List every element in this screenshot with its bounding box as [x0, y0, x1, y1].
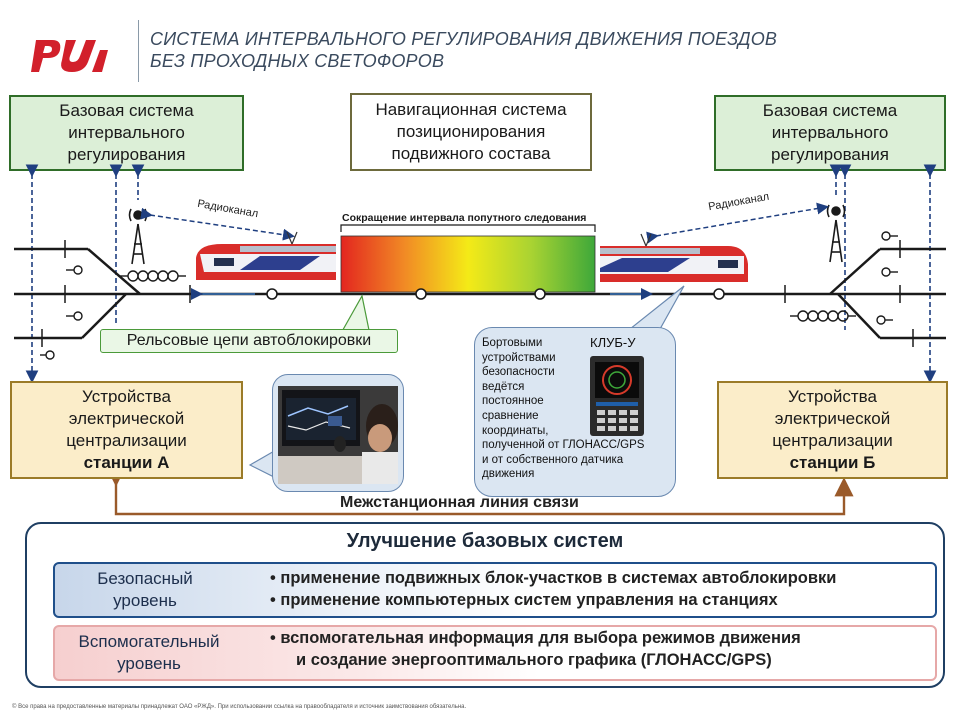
klub-callout-text: Бортовыми устройствами безопасности ведё… [482, 336, 644, 482]
level-name-line2: уровень [113, 591, 177, 610]
page-title: СИСТЕМА ИНТЕРВАЛЬНОГО РЕГУЛИРОВАНИЯ ДВИЖ… [150, 28, 777, 72]
base-right-line2: интервального [771, 123, 889, 142]
base-system-right-box: Базовая система интервального регулирова… [714, 95, 946, 171]
auxiliary-level-name: Вспомогательный уровень [60, 631, 238, 675]
radio-tower-right-icon [826, 204, 846, 263]
callout-line: Бортовыми [482, 337, 543, 349]
callout-line: сравнение [482, 409, 539, 422]
callout-line: постоянное [482, 395, 544, 408]
base-right-line3: регулирования [771, 145, 889, 164]
improvements-title: Улучшение базовых систем [346, 530, 624, 552]
klub-label: КЛУБ-У [590, 335, 636, 350]
station-b-line3: централизации [772, 431, 893, 450]
nav-line3: подвижного состава [391, 144, 551, 163]
auxiliary-level-row [53, 625, 937, 681]
base-left-line1: Базовая система [59, 101, 194, 120]
page-title-line1: СИСТЕМА ИНТЕРВАЛЬНОГО РЕГУЛИРОВАНИЯ ДВИЖ… [150, 29, 778, 49]
navigation-system-box: Навигационная система позиционирования п… [350, 93, 592, 171]
radio-link-right [646, 202, 829, 244]
station-b-box: Устройства электрической централизации с… [717, 381, 948, 479]
base-left-line2: интервального [68, 123, 185, 142]
auxiliary-bullet-1: • вспомогательная информация для выбора … [270, 629, 801, 647]
track-coil-right-icon [790, 310, 856, 322]
link-right-vertical [829, 164, 937, 384]
auxiliary-bullet-2: и создание энергооптимального графика (Г… [296, 651, 772, 669]
station-a-line2: электрической [68, 409, 185, 428]
station-a-line3: централизации [66, 431, 187, 450]
station-b-line4: станции Б [789, 453, 876, 472]
callout-line: полученной от ГЛОНАСС/GPS [482, 439, 645, 452]
nav-line2: позиционирования [396, 122, 546, 141]
station-a-box: Устройства электрической централизации с… [10, 381, 243, 479]
insulated-joints [41, 240, 914, 347]
callout-line: координаты, [482, 424, 549, 437]
safety-bullet-1: • применение подвижных блок-участков в с… [270, 569, 837, 587]
copyright-footer: © Все права на предоставленные материалы… [12, 704, 467, 710]
rzd-logo [31, 40, 108, 72]
safety-level-row [53, 562, 937, 618]
callout-line: безопасности [482, 366, 555, 379]
interval-gradient-bar [340, 235, 596, 293]
nav-line1: Навигационная система [375, 100, 567, 119]
station-a-line4: станции А [83, 453, 170, 472]
radio-tower-left-icon [128, 208, 148, 265]
level-name-line1: Вспомогательный [78, 632, 220, 651]
rail-circuits-label: Рельсовые цепи автоблокировки [100, 329, 398, 353]
callout-line: устройствами [482, 351, 556, 364]
train-left [196, 231, 336, 280]
interstation-link-label: Межстанционная линия связи [340, 494, 579, 511]
base-left-line3: регулирования [67, 145, 186, 164]
interval-bracket [340, 224, 596, 232]
callout-line: и от собственного датчика [482, 453, 624, 466]
interstation-link-line [106, 467, 854, 516]
header-divider [138, 20, 139, 82]
operator-photo [278, 386, 398, 484]
page-title-line2: БЕЗ ПРОХОДНЫХ СВЕТОФОРОВ [150, 51, 445, 71]
level-name-line2: уровень [117, 654, 181, 673]
track-coil-left-icon [118, 270, 186, 282]
safety-level-name: Безопасный уровень [60, 568, 230, 612]
klub-device-icon [590, 356, 644, 436]
station-b-line2: электрической [774, 409, 891, 428]
interval-label: Сокращение интервала попутного следовани… [342, 212, 587, 224]
base-right-line1: Базовая система [762, 101, 898, 120]
link-left-vertical [25, 164, 145, 384]
callout-line: движения [482, 468, 535, 481]
station-a-line1: Устройства [82, 387, 171, 406]
track-points [266, 288, 725, 300]
train-right [600, 233, 748, 282]
station-b-line1: Устройства [788, 387, 877, 406]
safety-bullet-2: • применение компьютерных систем управле… [270, 591, 778, 609]
callout-line: ведётся [482, 380, 525, 393]
base-system-left-box: Базовая система интервального регулирова… [9, 95, 244, 171]
radio-link-left [140, 207, 295, 241]
signal-icons [40, 231, 898, 360]
level-name-line1: Безопасный [97, 569, 193, 588]
